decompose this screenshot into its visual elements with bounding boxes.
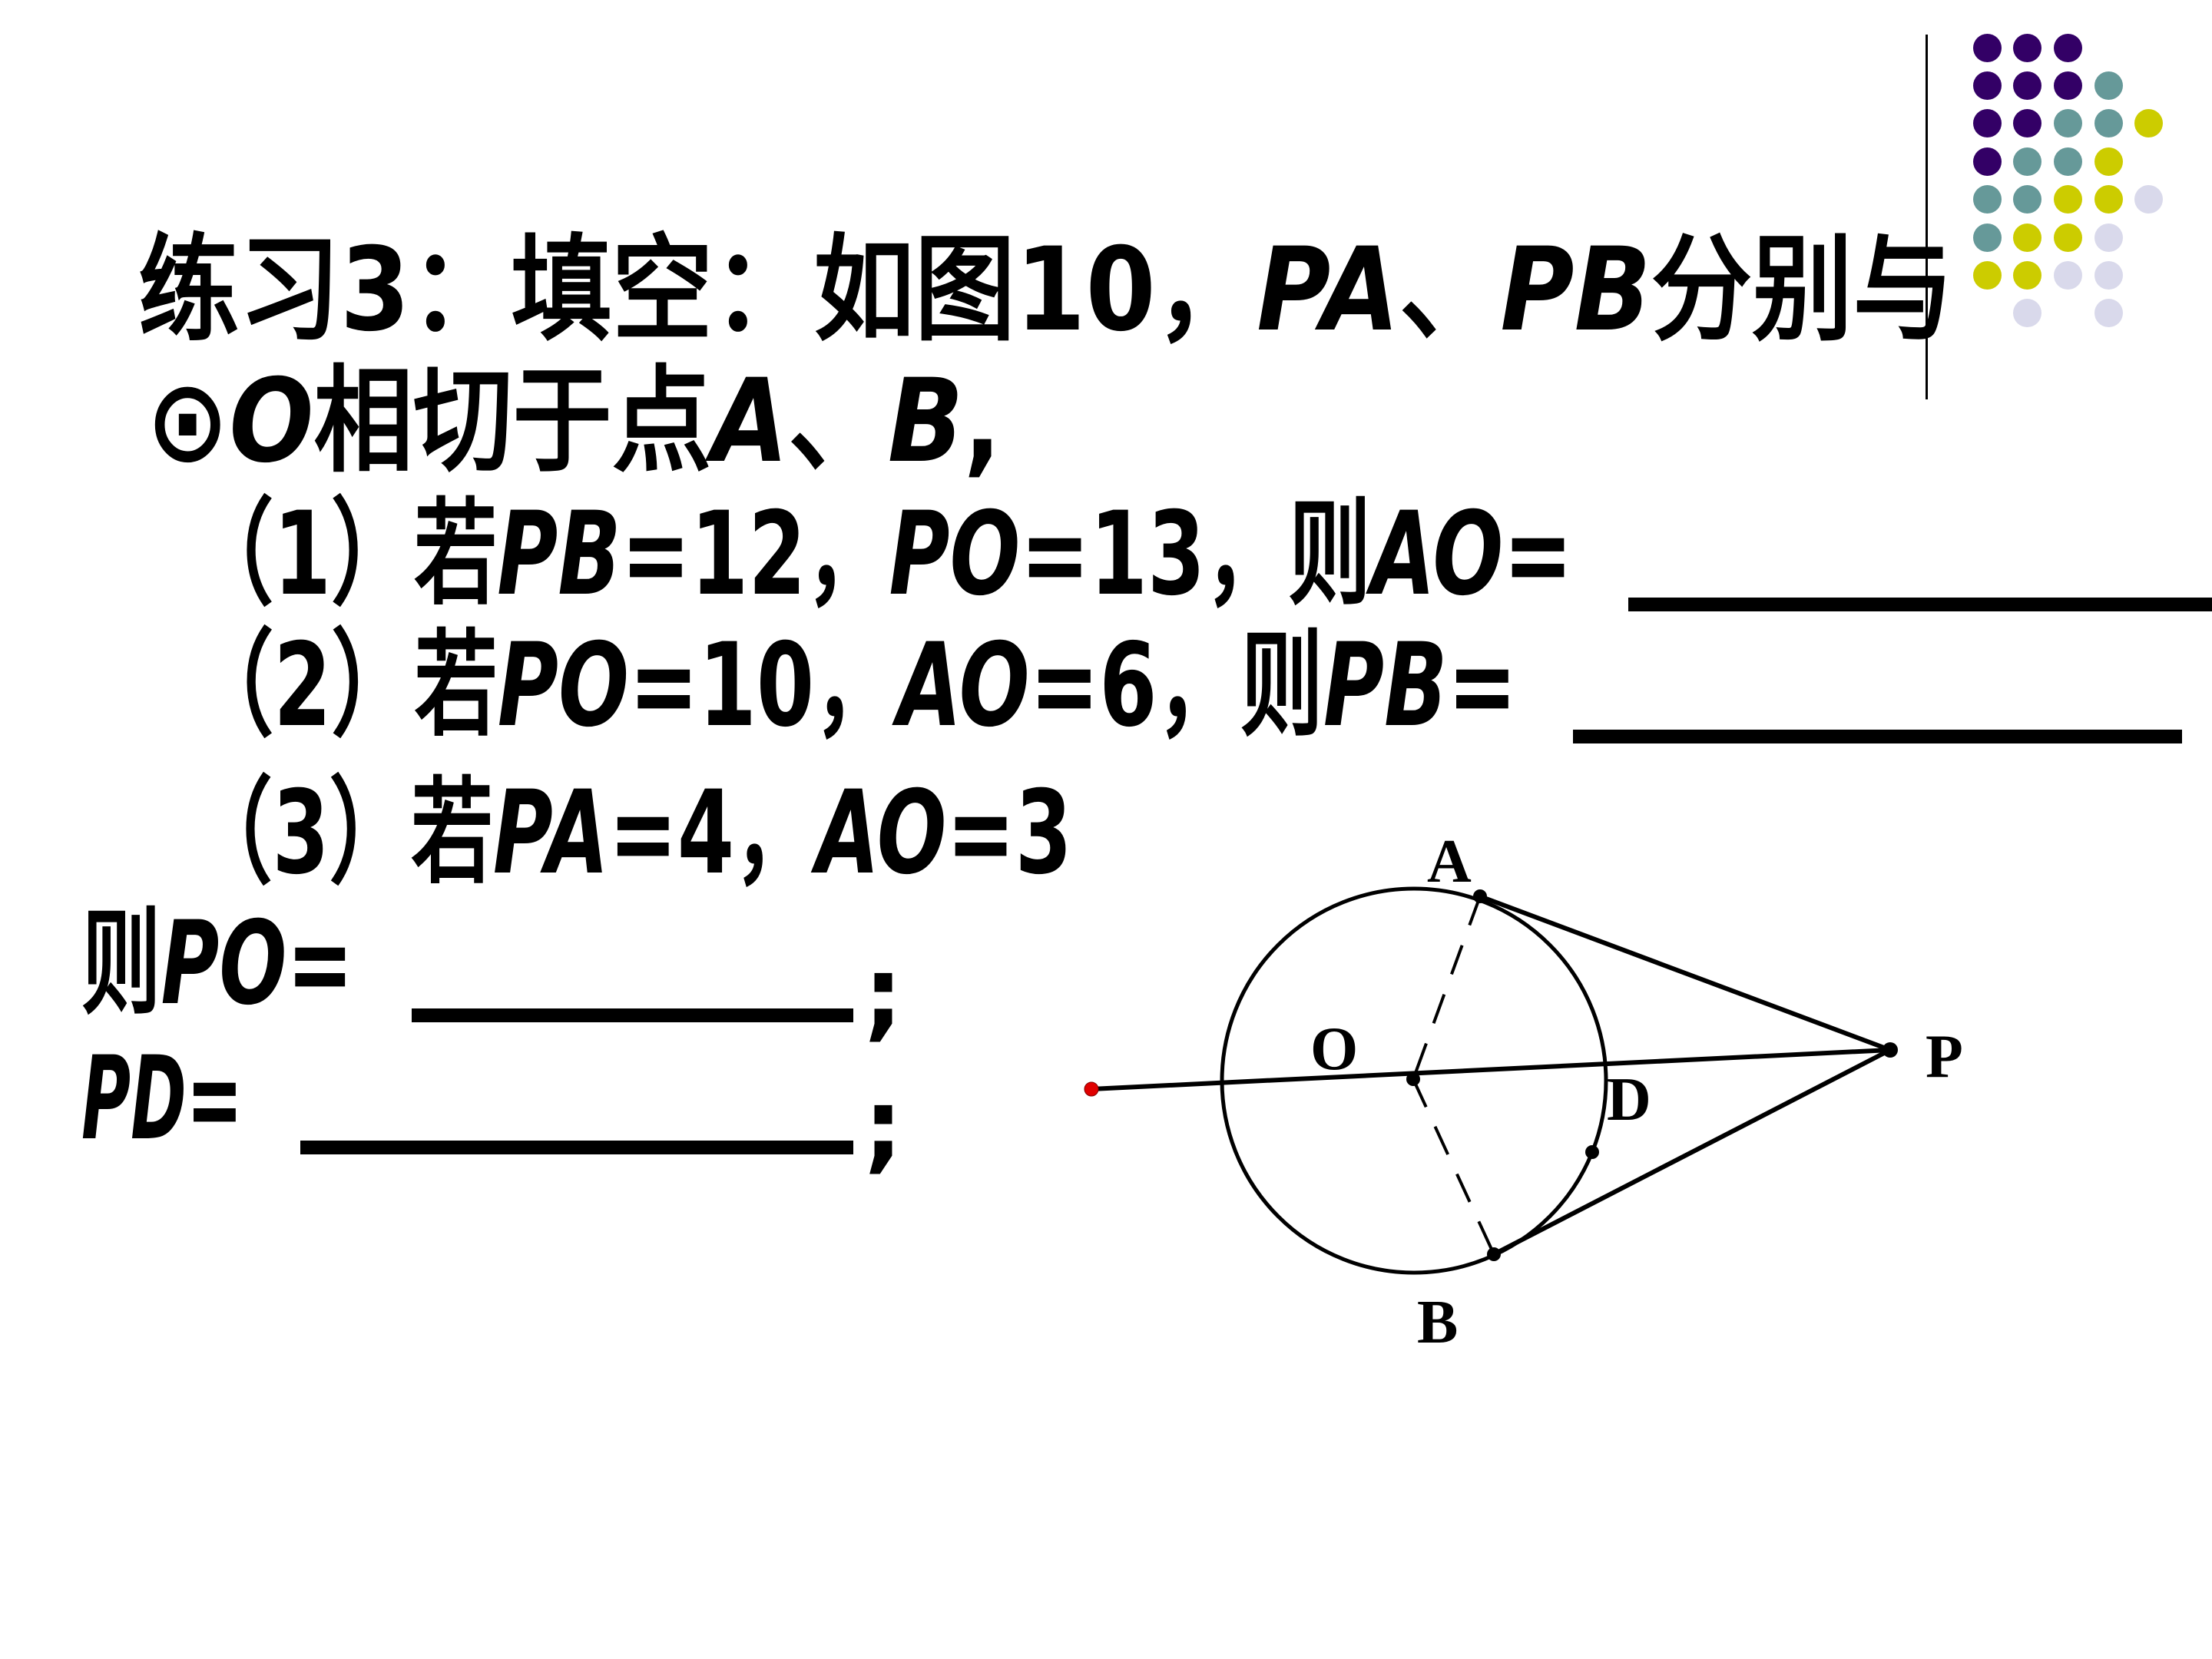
text-segment: （1）若: [190, 488, 498, 621]
text-segment: =3: [946, 767, 1072, 900]
decorative-dot-purple: [1972, 71, 2002, 100]
decorative-dot-purple: [2053, 71, 2082, 100]
question-1-text: （1）若PB=12，PO=13，则AO=: [190, 497, 1573, 612]
question-2-text: （2）若PO=10，AO=6，则PB=: [190, 628, 1517, 743]
decorative-dot-yellow: [2013, 223, 2042, 252]
decorative-dot-yellow: [1972, 260, 2002, 290]
question-3-po-label: 则PO=: [81, 906, 353, 1022]
decorative-dot-teal: [2013, 185, 2042, 214]
decorative-dot-yellow: [2053, 185, 2082, 214]
question-3-po-answer-blank[interactable]: [412, 1008, 853, 1022]
exercise-title-line-2: ⊙O相切于点A、B,: [146, 364, 1002, 479]
decorative-dot-teal: [2013, 147, 2042, 176]
decorative-dot-lavender: [2013, 299, 2042, 328]
point-o: [1406, 1072, 1420, 1086]
text-segment: =10，: [628, 619, 898, 753]
math-variable: PB: [1323, 619, 1448, 753]
text-segment: （3）若: [190, 767, 493, 900]
text-segment: =: [1447, 619, 1518, 753]
question-1-answer-blank[interactable]: [1628, 598, 2212, 611]
question-3-pd-semicolon: ;: [863, 1067, 903, 1184]
text-segment: =13，则: [1020, 488, 1372, 621]
label-d: D: [1607, 1066, 1651, 1134]
decorative-dot-purple: [1972, 147, 2002, 176]
text-segment: =: [186, 1032, 243, 1166]
decorative-dot-yellow: [2134, 109, 2164, 138]
point-on-arc: [1585, 1145, 1599, 1159]
text-segment: 、: [1399, 224, 1501, 357]
line-through-o-to-p: [1091, 1048, 1891, 1091]
vertical-divider: [1926, 35, 1928, 399]
math-variable: A: [711, 355, 789, 488]
decorative-dot-purple: [1972, 33, 2002, 62]
decorative-dot-teal: [1972, 223, 2002, 252]
label-p: P: [1926, 1023, 1963, 1091]
math-variable: B: [887, 355, 964, 488]
exercise-title-line-1: 练习3：填空：如图10，PA、PB分别与: [138, 233, 1954, 348]
question-2-answer-blank[interactable]: [1573, 730, 2182, 743]
text-segment: 相切于点: [313, 355, 712, 488]
decorative-dot-purple: [2013, 71, 2042, 100]
decorative-dot-yellow: [2094, 147, 2123, 176]
text-segment: 则: [81, 897, 161, 1031]
math-variable: PD: [81, 1032, 187, 1166]
decorative-dot-yellow: [2013, 260, 2042, 290]
question-3-pd-label: PD=: [81, 1041, 243, 1157]
label-b: B: [1417, 1289, 1458, 1356]
question-3-text: （3）若PA=4，AO=3: [190, 776, 1072, 891]
text-segment: ⊙: [146, 355, 230, 488]
decorative-dot-purple: [2053, 33, 2082, 62]
label-a: A: [1427, 828, 1472, 896]
decorative-dot-teal: [1972, 185, 2002, 214]
decorative-dot-lavender: [2094, 260, 2123, 290]
math-variable: AO: [1371, 488, 1504, 621]
tangent-pa: [1479, 894, 1892, 1052]
text-segment: ,: [963, 355, 1002, 488]
decorative-dot-teal: [2053, 147, 2082, 176]
point-a: [1473, 889, 1487, 903]
math-variable: PO: [497, 619, 629, 753]
math-variable: PB: [497, 488, 621, 621]
text-segment: 练习3：填空：如图10，: [138, 224, 1257, 357]
math-variable: PA: [1257, 224, 1400, 357]
decorative-dot-lavender: [2094, 223, 2123, 252]
decorative-dot-lavender: [2134, 185, 2164, 214]
red-endpoint[interactable]: [1084, 1081, 1099, 1097]
text-segment: =12，: [621, 488, 889, 621]
point-p: [1883, 1042, 1898, 1058]
radius-oa-dashed: [1412, 896, 1482, 1080]
decorative-dot-purple: [2013, 33, 2042, 62]
decorative-dot-lavender: [2094, 299, 2123, 328]
text-segment: 分别与: [1651, 224, 1954, 357]
decorative-dot-yellow: [2094, 185, 2123, 214]
text-segment: （2）若: [190, 619, 498, 753]
label-o: O: [1310, 1015, 1358, 1083]
question-3-pd-answer-blank[interactable]: [300, 1141, 853, 1154]
tangent-pb: [1492, 1048, 1892, 1257]
math-variable: PO: [161, 897, 287, 1031]
math-variable: PA: [492, 767, 609, 900]
decorative-dot-purple: [1972, 109, 2002, 138]
decorative-dot-purple: [2013, 109, 2042, 138]
radius-ob-dashed: [1412, 1078, 1495, 1255]
point-b: [1487, 1247, 1501, 1261]
circle-o: [1220, 886, 1608, 1275]
text-segment: =: [1503, 488, 1573, 621]
decorative-dot-yellow: [2053, 223, 2082, 252]
decorative-dot-teal: [2094, 71, 2123, 100]
question-3-po-semicolon: ;: [863, 935, 903, 1051]
decorative-dot-teal: [2053, 109, 2082, 138]
math-variable: O: [229, 355, 314, 488]
text-segment: 、: [788, 355, 888, 488]
math-variable: PO: [889, 488, 1021, 621]
math-variable: AO: [816, 767, 947, 900]
decorative-dot-teal: [2094, 109, 2123, 138]
math-variable: AO: [897, 619, 1030, 753]
decorative-dot-lavender: [2053, 260, 2082, 290]
math-variable: PB: [1500, 224, 1651, 357]
text-segment: =: [286, 897, 354, 1031]
text-segment: =6，则: [1029, 619, 1323, 753]
text-segment: =4，: [608, 767, 816, 900]
